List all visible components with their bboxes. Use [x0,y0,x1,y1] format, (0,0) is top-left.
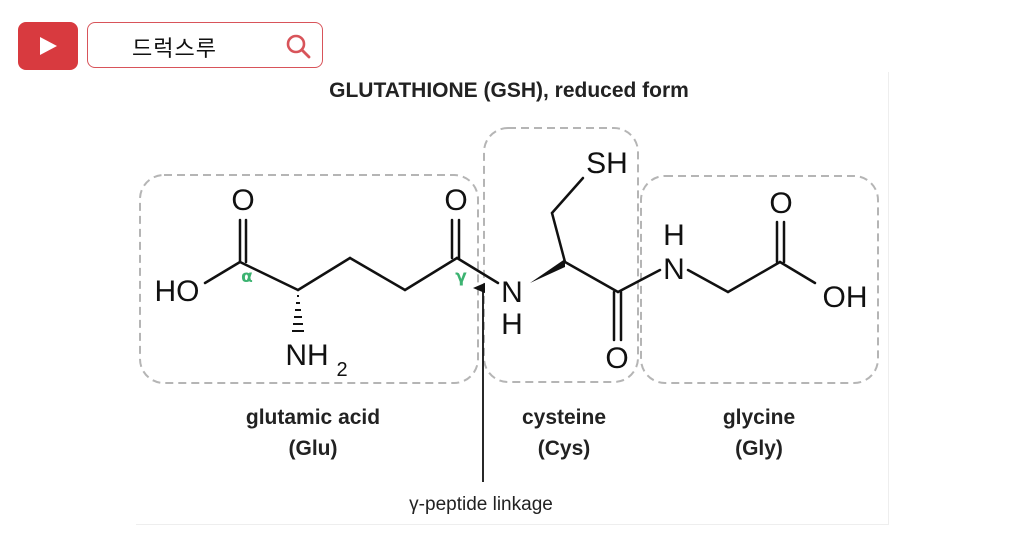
atom-sh: SH [586,147,628,180]
group-abbr-cys: (Cys) [538,437,591,460]
atom-h-gly: H [663,219,685,252]
group-name-glycine: glycine [723,406,795,429]
solid-wedge-bond [530,259,565,283]
atom-n-gly: N [663,253,685,286]
video-play-button[interactable] [18,22,78,70]
glutamic-acid-group-box [139,174,479,384]
atom-oh: OH [823,281,868,314]
atom-ho: HO [155,275,200,308]
atom-o-cys: O [605,342,628,375]
alpha-label: α [241,267,253,287]
play-icon [40,37,57,55]
hashed-wedge-bond [292,295,304,332]
search-icon[interactable] [284,32,312,60]
linkage-label: γ-peptide linkage [409,494,553,515]
atom-n-cys: N [501,276,523,309]
atom-o-glu-gamma: O [444,184,467,217]
group-abbr-glu: (Glu) [289,437,338,460]
atom-nh-subscript: 2 [336,359,347,381]
atom-h-cys: H [501,308,523,341]
gamma-label: γ [455,267,467,287]
diagram-title: GLUTATHIONE (GSH), reduced form [329,79,689,102]
group-name-cysteine: cysteine [522,406,606,429]
atom-o-glu-carboxyl: O [231,184,254,217]
group-name-glutamic-acid: glutamic acid [246,406,380,429]
group-abbr-gly: (Gly) [735,437,783,460]
atom-o-gly: O [769,187,792,220]
cysteine-group-box [483,127,639,383]
glutathione-structure-diagram: GLUTATHIONE (GSH), reduced form [139,79,879,515]
search-query[interactable]: 드럭스루 [132,37,217,62]
search-box[interactable]: 드럭스루 [87,22,323,68]
diagram-panel: GLUTATHIONE (GSH), reduced form [136,72,889,525]
atom-nh: NH [285,339,328,372]
bond-lines [203,176,817,342]
